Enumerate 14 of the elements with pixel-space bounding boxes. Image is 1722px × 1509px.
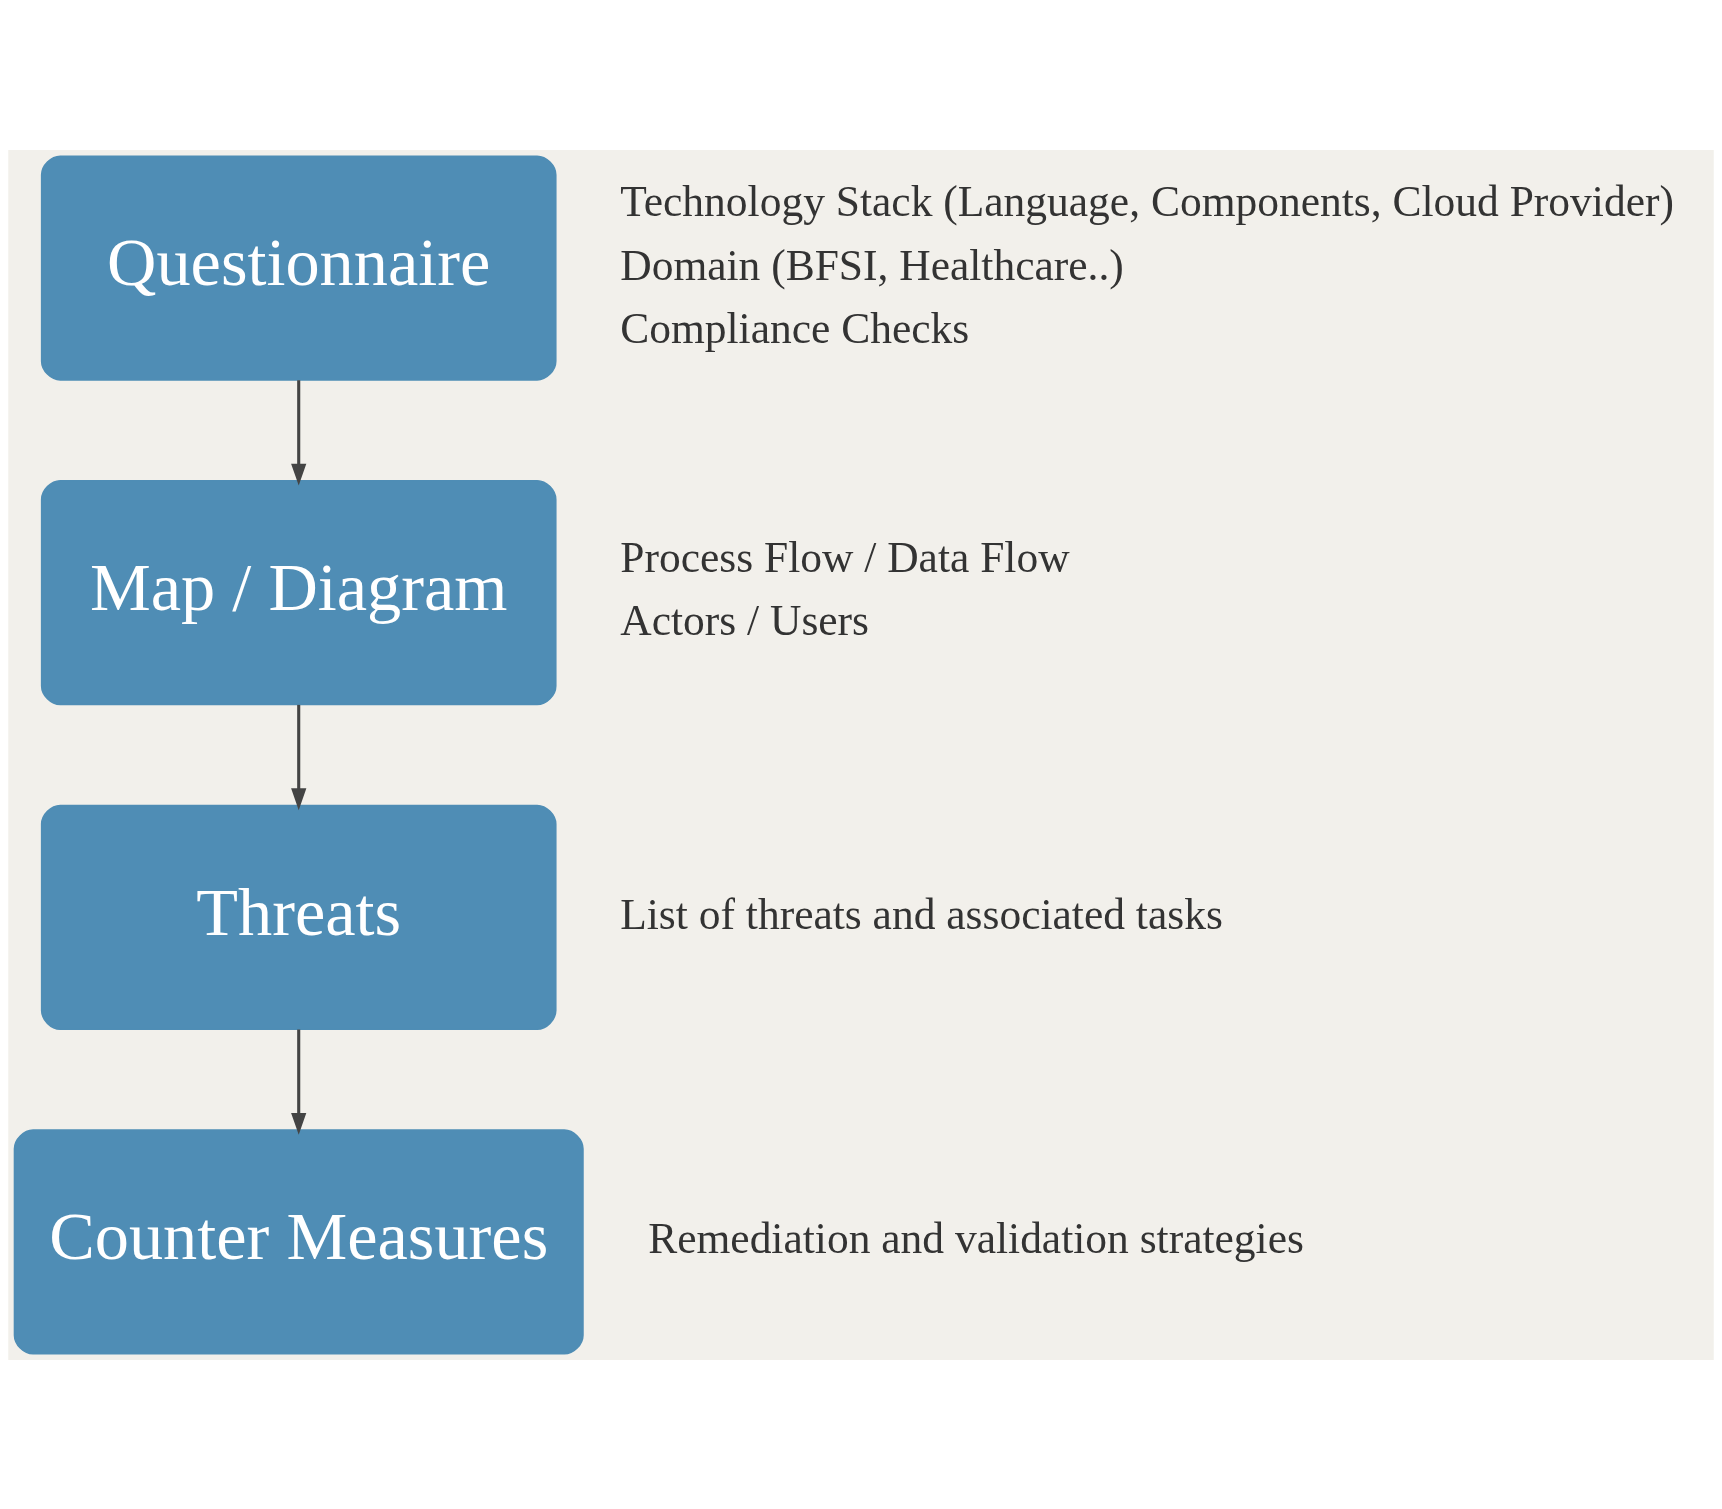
arrow	[291, 379, 307, 486]
node-box: Map / Diagram	[40, 479, 557, 705]
node-box: Questionnaire	[40, 154, 557, 381]
node-label: List of threats and associated tasks	[620, 889, 1223, 938]
arrow	[291, 1029, 307, 1135]
node-label: Compliance Checks	[620, 303, 970, 352]
node-label: Technology Stack (Language, Components, Cloud Provider)	[620, 176, 1674, 225]
arrow	[291, 704, 307, 810]
node-label: Actors / Users	[620, 595, 870, 644]
node-box: Threats	[40, 804, 557, 1030]
node-label: Process Flow / Data Flow	[620, 532, 1070, 581]
node-label: Domain (BFSI, Healthcare..)	[620, 240, 1124, 289]
node-label: Remediation and validation strategies	[648, 1213, 1304, 1262]
node-box: Counter Measures	[13, 1128, 584, 1355]
